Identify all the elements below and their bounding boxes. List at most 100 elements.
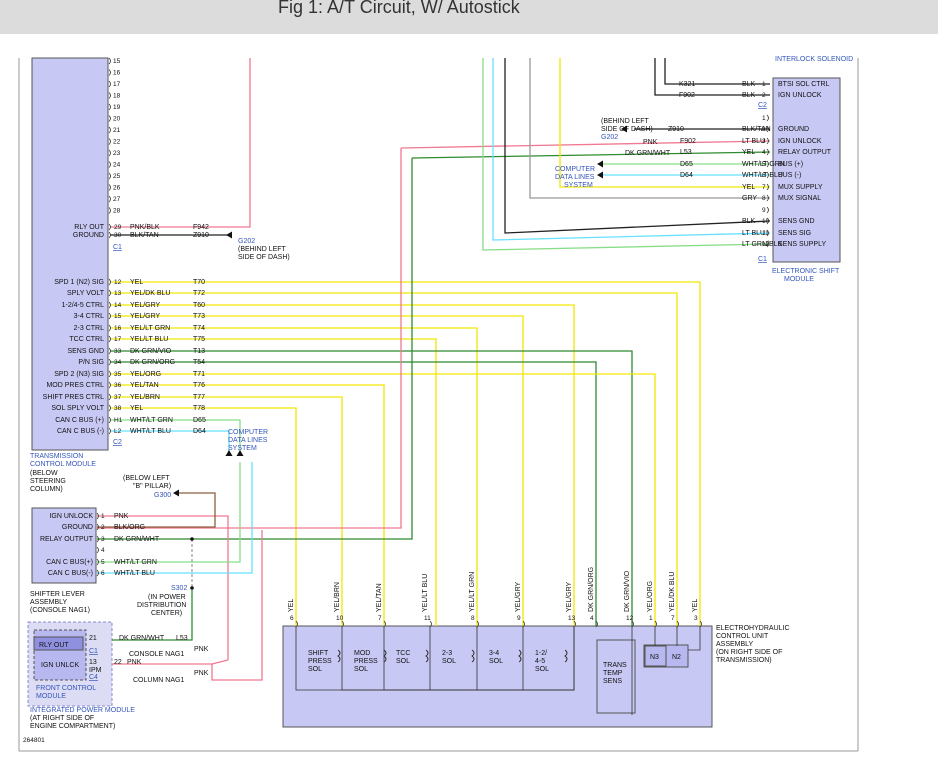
tcm-unused-pin-mark (108, 138, 111, 145)
tcm-wire-color: YEL/LT BLU (130, 336, 168, 343)
shifter-pin-mark (96, 535, 99, 543)
ehcu-title-1: ELECTROHYDRAULIC (716, 625, 790, 632)
esm-pin-label: SENS SIG (778, 230, 811, 237)
tcm-wire-color: YEL (130, 405, 143, 412)
ehcu-pin-mark (383, 620, 386, 628)
ehcu-pin-mark (631, 620, 634, 628)
tcm-wire-color: WHT/LT GRN (130, 417, 173, 424)
tcm-unused-pin-17: 17 (113, 81, 121, 88)
esm-top-note: INTERLOCK SOLENOID (775, 56, 853, 63)
tcm-connector-c1: C1 (113, 244, 122, 251)
ehcu-pin-number: 7 (378, 615, 382, 622)
wire-tcm-15 (110, 315, 524, 626)
ehcu-solenoid-label: PRESS (308, 658, 332, 665)
ehcu-solenoid-label: 1-2/ (535, 650, 547, 657)
tcm-wire-color: YEL/LT GRN (130, 325, 170, 332)
tcm-pin-mark (108, 370, 111, 378)
wire-tcm-can (110, 419, 241, 452)
shifter-pin-number: 6 (101, 570, 105, 577)
ehcu-solenoid-label: SOL (442, 658, 456, 665)
esm-wire-color: BLK/TAN (742, 126, 771, 133)
wire-esm-top-1 (664, 58, 770, 85)
ground-g300-mark (173, 489, 179, 497)
esm-pin-mark (766, 148, 769, 156)
tcm-pin-mark (108, 223, 111, 231)
wire-tcm-14 (110, 304, 575, 626)
tcm-labels: TRANSMISSION CONTROL MODULE (BELOW STEER… (30, 244, 122, 493)
shifter-pin-label: IGN UNLOCK (49, 513, 93, 520)
ehcu-pin-mark (341, 620, 344, 628)
tcm-pin-number: 14 (114, 302, 122, 309)
esm-pin-label: SENS SUPPLY (778, 241, 826, 248)
tcm-pin-label: 1-2/4-5 CTRL (62, 302, 105, 309)
ehcu-pin-number: 1 (649, 615, 653, 622)
wire-tcm-13 (110, 292, 678, 626)
g202-left-note-2: SIDE OF DASH) (238, 254, 290, 261)
ehcu-wire-color: YEL/DK BLU (669, 572, 676, 612)
cdl-left-line-1: COMPUTER (228, 429, 268, 436)
wire-esm-mux-sig (529, 58, 770, 199)
n2-label: N2 (672, 654, 681, 661)
ipm-pnk-2: PNK (194, 670, 209, 677)
tcm-pin-mark (108, 427, 111, 435)
esm-pin-mark (766, 194, 769, 202)
tcm-note-line-2: STEERING (30, 478, 66, 485)
tcm-unused-pin-27: 27 (113, 196, 121, 203)
ehcu-solenoid-label: 2-3 (442, 650, 452, 657)
ehcu-pin-mark (699, 620, 702, 628)
esm-pin-number: 9 (762, 207, 766, 214)
wire-tcm-16 (110, 327, 478, 626)
shifter-wire-color: WHT/LT BLU (114, 570, 155, 577)
tcm-circuit: T60 (193, 302, 205, 309)
shifter-pin-label: CAN C BUS(-) (48, 570, 93, 577)
ehcu-pin-mark (522, 620, 525, 628)
tcm-pin-mark (108, 393, 111, 401)
wire-esm-pnk (97, 148, 402, 529)
tcm-pin-label: SPLY VOLT (67, 290, 105, 297)
shifter-pin-number: 5 (101, 559, 105, 566)
esm-top-circuit: F902 (679, 92, 695, 99)
tcm-wire-color: YEL/DK BLU (130, 290, 170, 297)
tcm-note-line-1: (BELOW (30, 470, 58, 477)
wire-esm-mux-sup (559, 58, 770, 188)
solenoid-coil-icon (471, 649, 475, 663)
ehcu-wire-color: YEL/GRY (566, 581, 573, 612)
tcm-pin-number: 33 (114, 348, 122, 355)
wire-ipm-ign-unlck (112, 530, 263, 681)
s302-note-1: (IN POWER (148, 594, 186, 601)
shifter-pin-mark (96, 523, 99, 531)
tcm-wire-color: BLK/TAN (130, 232, 159, 239)
esm-top-wire: BLK (742, 81, 756, 88)
tcm-wire-color: YEL (130, 279, 143, 286)
cdl-left-line-2: DATA LINES (228, 437, 268, 444)
esm-pnk-label: PNK (643, 139, 658, 146)
fcm-title-1: FRONT CONTROL (36, 685, 96, 692)
ehcu-solenoid-label: SHIFT (308, 650, 329, 657)
esm-g202-id: G202 (601, 134, 618, 141)
tcm-circuit: T73 (193, 313, 205, 320)
wire-shifter-bus-minus (97, 462, 253, 574)
s302-id: S302 (171, 585, 187, 592)
tcm-unused-pin-21: 21 (113, 127, 121, 134)
esm-pin-label: MUX SUPPLY (778, 184, 823, 191)
tcm-circuit: F942 (193, 224, 209, 231)
esm-g202-note-1: (BEHIND LEFT (601, 118, 650, 125)
shifter-pin-label: GROUND (62, 524, 93, 531)
tcm-circuit: T13 (193, 348, 205, 355)
tcm-pin-label: GROUND (73, 232, 104, 239)
ehcu-wire-color: YEL/LT GRN (469, 572, 476, 612)
ehcu-wire-color: DK GRN/VIO (624, 570, 631, 612)
splice-s302 (190, 586, 194, 590)
esm-pin-number: 12 (762, 241, 770, 248)
esm-c2: C2 (758, 102, 767, 109)
ground-g202-left-mark (226, 231, 232, 239)
cdl-right-line-2: DATA LINES (555, 174, 595, 181)
ehcu-wire-color: YEL/ORG (647, 581, 654, 612)
tcm-circuit: T54 (193, 359, 205, 366)
tcm-unused-pin-15: 15 (113, 58, 121, 65)
tcm-wire-color: DK GRN/VIO (130, 348, 172, 355)
tcm-unused-pin-mark (108, 126, 111, 134)
tcm-pin-number: 38 (114, 405, 122, 412)
ipm-c4: C4 (89, 674, 98, 681)
